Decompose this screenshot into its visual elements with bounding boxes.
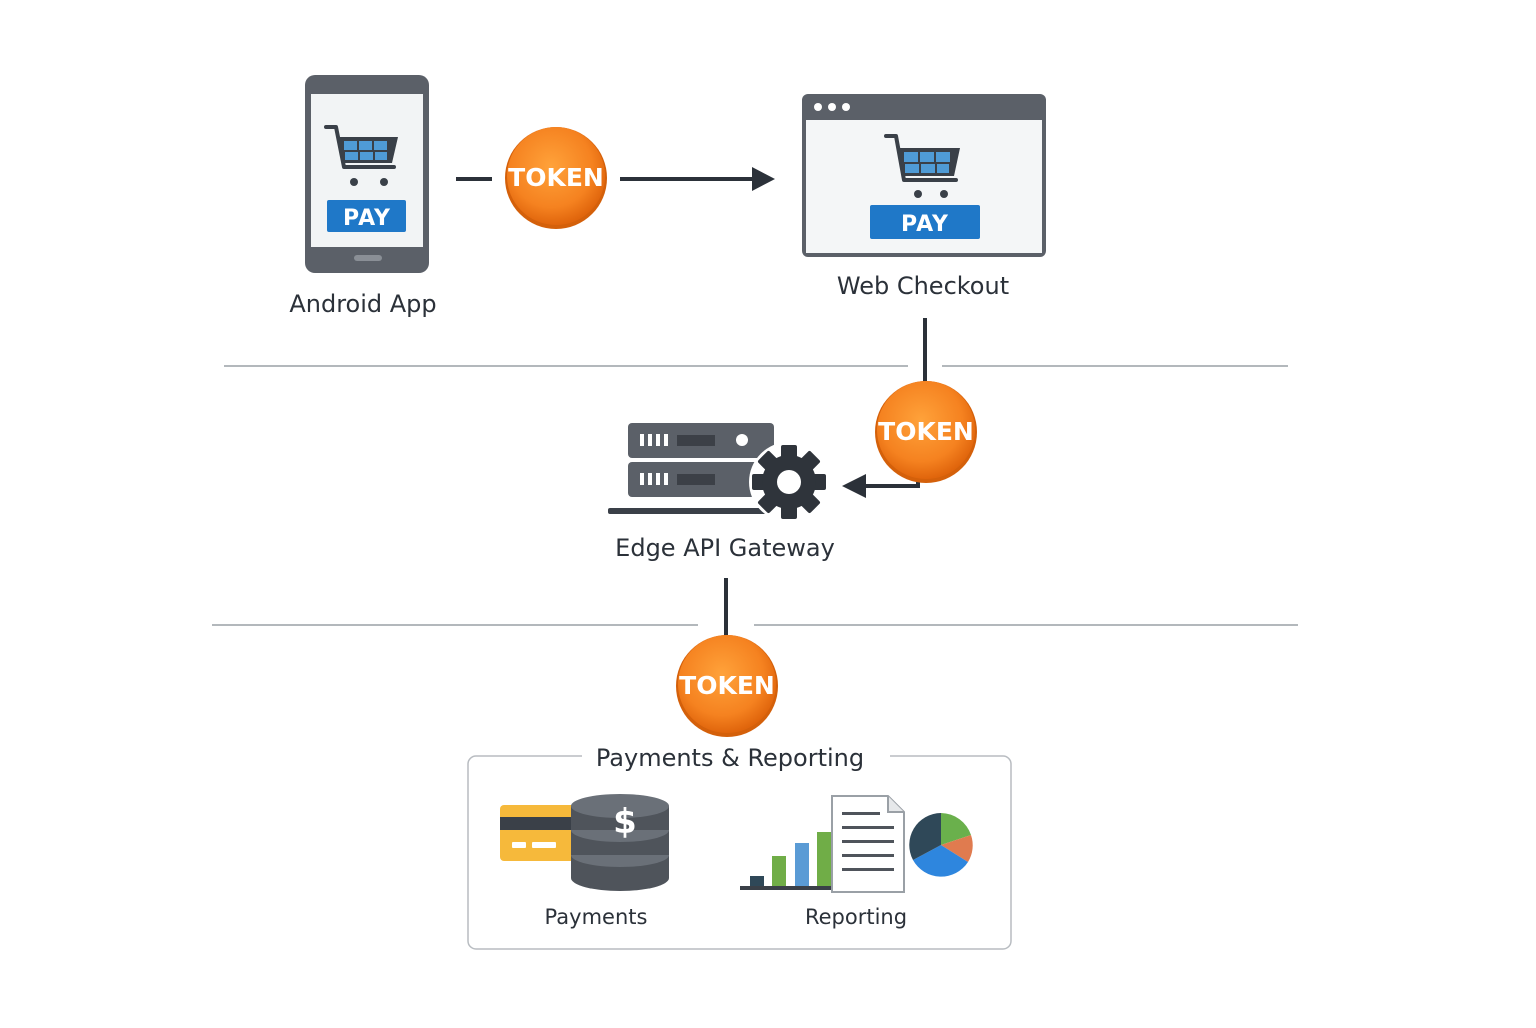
pie-chart-icon — [909, 813, 973, 877]
group-title: Payments & Reporting — [595, 744, 865, 772]
web-checkout-label: Web Checkout — [836, 272, 1010, 300]
connector-android-to-web — [456, 167, 775, 191]
server-icon — [608, 423, 784, 514]
token-badge-2: TOKEN — [875, 381, 977, 483]
token-badge-1: TOKEN — [505, 127, 607, 229]
gateway-label: Edge API Gateway — [615, 534, 835, 562]
android-app-label: Android App — [289, 290, 437, 318]
dollar-database-icon: $ — [571, 794, 669, 891]
svg-text:$: $ — [613, 802, 637, 842]
android-pay-button[interactable] — [327, 200, 406, 232]
cart-icon — [884, 134, 960, 198]
reporting-label: Reporting — [804, 905, 908, 929]
token-3-label: TOKEN — [679, 671, 775, 700]
web-pay-button[interactable] — [870, 205, 980, 239]
token-2-label: TOKEN — [878, 417, 974, 446]
token-badge-3: TOKEN — [676, 635, 778, 737]
bar-chart-icon — [740, 832, 852, 890]
web-pay-label: PAY — [901, 212, 949, 237]
browser-window-icon: PAY — [802, 94, 1046, 257]
token-1-label: TOKEN — [508, 163, 604, 192]
android-phone-icon: PAY — [305, 75, 429, 273]
document-icon — [831, 795, 905, 893]
android-pay-label: PAY — [343, 206, 391, 231]
gear-icon — [749, 442, 829, 522]
payments-label: Payments — [544, 905, 648, 929]
cart-icon — [324, 125, 398, 186]
